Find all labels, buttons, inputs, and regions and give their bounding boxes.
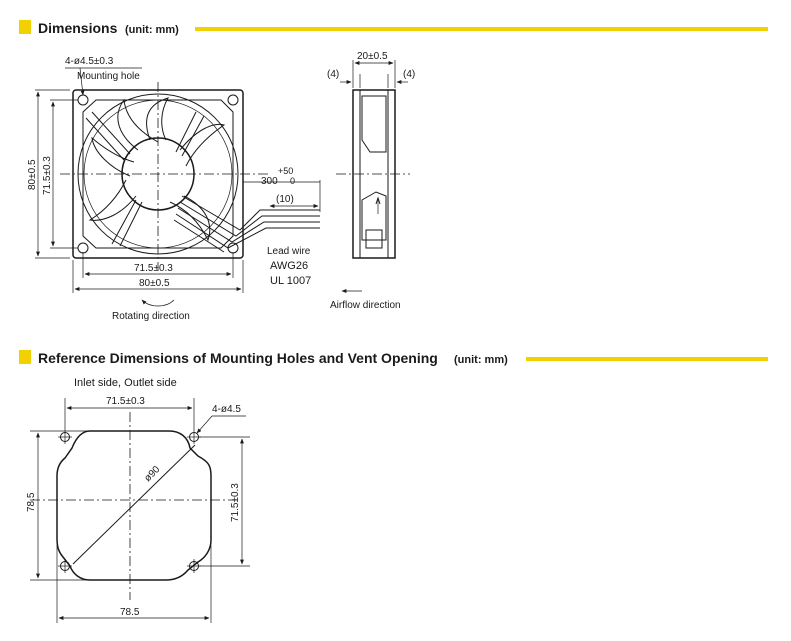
airflow-label: Airflow direction [330, 300, 401, 311]
reference-drawing: Inlet side, Outlet side ø90 71.5 [26, 377, 250, 623]
lead-wire-label: Lead wire [267, 246, 311, 257]
diameter-label: ø90 [142, 464, 162, 484]
section2-unit: (unit: mm) [454, 354, 508, 366]
section1-rule [195, 27, 768, 31]
flange-right-label: (4) [403, 69, 415, 80]
height-inner-label: 71.5±0.3 [42, 156, 53, 195]
left-dim-label: 78.5 [26, 492, 37, 512]
bottom-dim-label: 78.5 [120, 607, 140, 618]
ref-hole-br [187, 559, 201, 573]
awg-label: AWG26 [270, 260, 308, 272]
section2-header: Reference Dimensions of Mounting Holes a… [19, 350, 768, 366]
side-label: Inlet side, Outlet side [74, 377, 177, 389]
holes-label: 4-ø4.5±0.3 [65, 56, 114, 67]
ul-label: UL 1007 [270, 275, 311, 287]
tol-lower-label: 0 [290, 176, 295, 186]
ref-hole-tr [187, 430, 201, 444]
depth-label: 20±0.5 [357, 51, 388, 62]
section1-title: Dimensions [38, 20, 118, 36]
right-dim-label: 71.5±0.3 [230, 483, 241, 522]
section1-marker [19, 20, 31, 34]
tol-upper-label: +50 [278, 166, 293, 176]
fan-front-view [60, 82, 320, 270]
section2-marker [19, 350, 31, 364]
ref-holes-label: 4-ø4.5 [212, 404, 241, 415]
lead-length-label: 300 [261, 176, 278, 187]
flange-left-label: (4) [327, 69, 339, 80]
height-outer-label: 80±0.5 [27, 159, 38, 190]
fan-side-view: 20±0.5 (4) (4) Airflow direction [327, 51, 415, 311]
section1-unit: (unit: mm) [125, 24, 179, 36]
width-outer-label: 80±0.5 [139, 278, 170, 289]
strip-label: (10) [276, 194, 294, 205]
width-inner-label: 71.5±0.3 [134, 263, 173, 274]
mounting-label: Mounting hole [77, 71, 140, 82]
section1-header: Dimensions (unit: mm) [19, 20, 768, 36]
ref-hole-tl [58, 430, 72, 444]
section2-rule [526, 357, 768, 361]
rotating-label: Rotating direction [112, 311, 190, 322]
fan-front-dimensions: 4-ø4.5±0.3 Mounting hole 80±0.5 71.5±0.3… [27, 56, 321, 322]
ref-hole-bl [58, 559, 72, 573]
section2-title: Reference Dimensions of Mounting Holes a… [38, 350, 438, 366]
top-dim-label: 71.5±0.3 [106, 396, 145, 407]
